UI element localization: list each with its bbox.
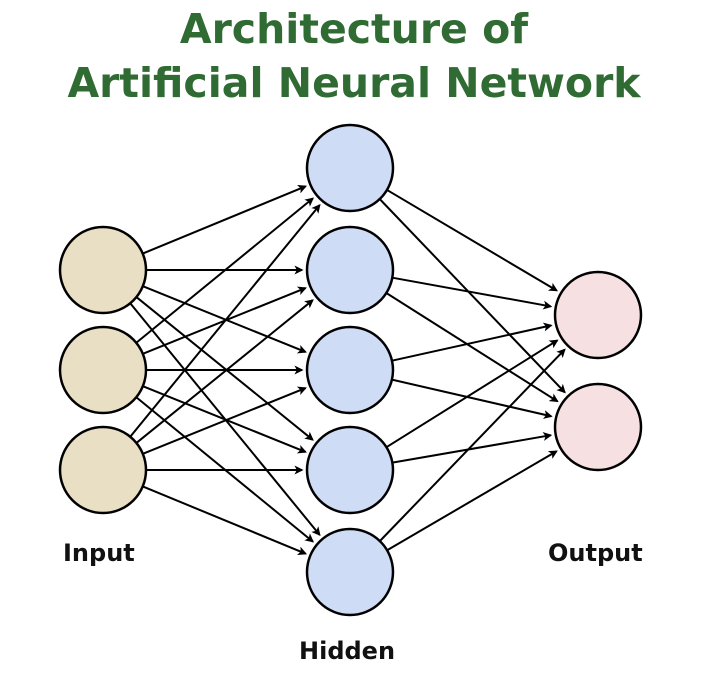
connection-input-3-hidden-1 <box>129 203 321 438</box>
nodes-group <box>58 123 643 617</box>
diagram-title-line-2: Artificial Neural Network <box>67 59 641 107</box>
hidden-node-5 <box>305 527 395 617</box>
connection-input-2-hidden-1 <box>135 197 315 344</box>
connection-input-2-hidden-4 <box>142 385 307 454</box>
connection-hidden-5-output-2 <box>386 450 558 552</box>
output-node-1 <box>553 270 643 360</box>
connection-input-3-hidden-3 <box>142 386 307 455</box>
connection-input-1-hidden-3 <box>142 285 307 354</box>
connection-hidden-2-output-1 <box>392 276 553 310</box>
connection-hidden-1-output-2 <box>379 198 566 394</box>
connection-hidden-4-output-2 <box>392 432 553 464</box>
hidden-node-2 <box>305 225 395 315</box>
connection-hidden-5-output-1 <box>379 348 566 542</box>
hidden-node-1 <box>305 123 395 213</box>
connection-input-1-hidden-1 <box>142 185 308 255</box>
hidden-node-4 <box>305 425 395 515</box>
diagram-title-line-1: Architecture of <box>179 5 529 53</box>
input-node-2 <box>58 325 148 415</box>
input-node-3 <box>58 425 148 515</box>
connections-group <box>129 185 566 555</box>
connection-input-3-hidden-5 <box>142 485 308 555</box>
connection-hidden-1-output-1 <box>386 189 558 292</box>
hidden-node-3 <box>305 325 395 415</box>
input-node-1 <box>58 225 148 315</box>
connection-hidden-2-output-2 <box>385 292 559 403</box>
hidden-layer-label: Hidden <box>299 637 396 665</box>
input-layer-label: Input <box>63 539 135 567</box>
connection-input-3-hidden-2 <box>135 299 314 444</box>
connection-input-1-hidden-4 <box>135 296 314 441</box>
connection-hidden-4-output-1 <box>385 339 559 449</box>
output-layer-label: Output <box>548 539 643 567</box>
connection-hidden-3-output-2 <box>391 378 553 419</box>
output-node-2 <box>553 382 643 472</box>
connection-hidden-3-output-1 <box>391 322 553 362</box>
